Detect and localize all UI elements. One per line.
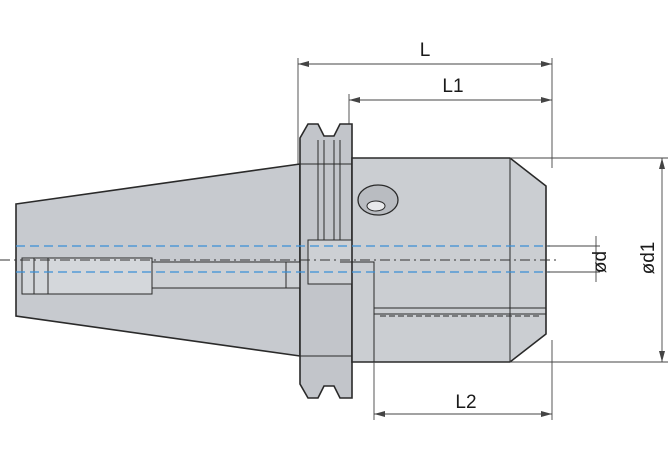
dimension-L: L (297, 40, 553, 168)
dimension-L2: L2 (373, 340, 553, 420)
flange (299, 123, 360, 399)
dimension-L1: L1 (348, 76, 552, 130)
dim-label-L1: L1 (442, 76, 463, 97)
dim-label-d: ød (590, 251, 611, 273)
taper-shank (15, 163, 301, 357)
dim-label-L2: L2 (455, 392, 476, 413)
dimension-d1: ød1 (510, 157, 668, 363)
dim-label-d1: ød1 (638, 242, 659, 275)
bore-lines (16, 245, 550, 273)
dim-label-L: L (420, 40, 431, 61)
dimension-d: ød (546, 236, 611, 282)
